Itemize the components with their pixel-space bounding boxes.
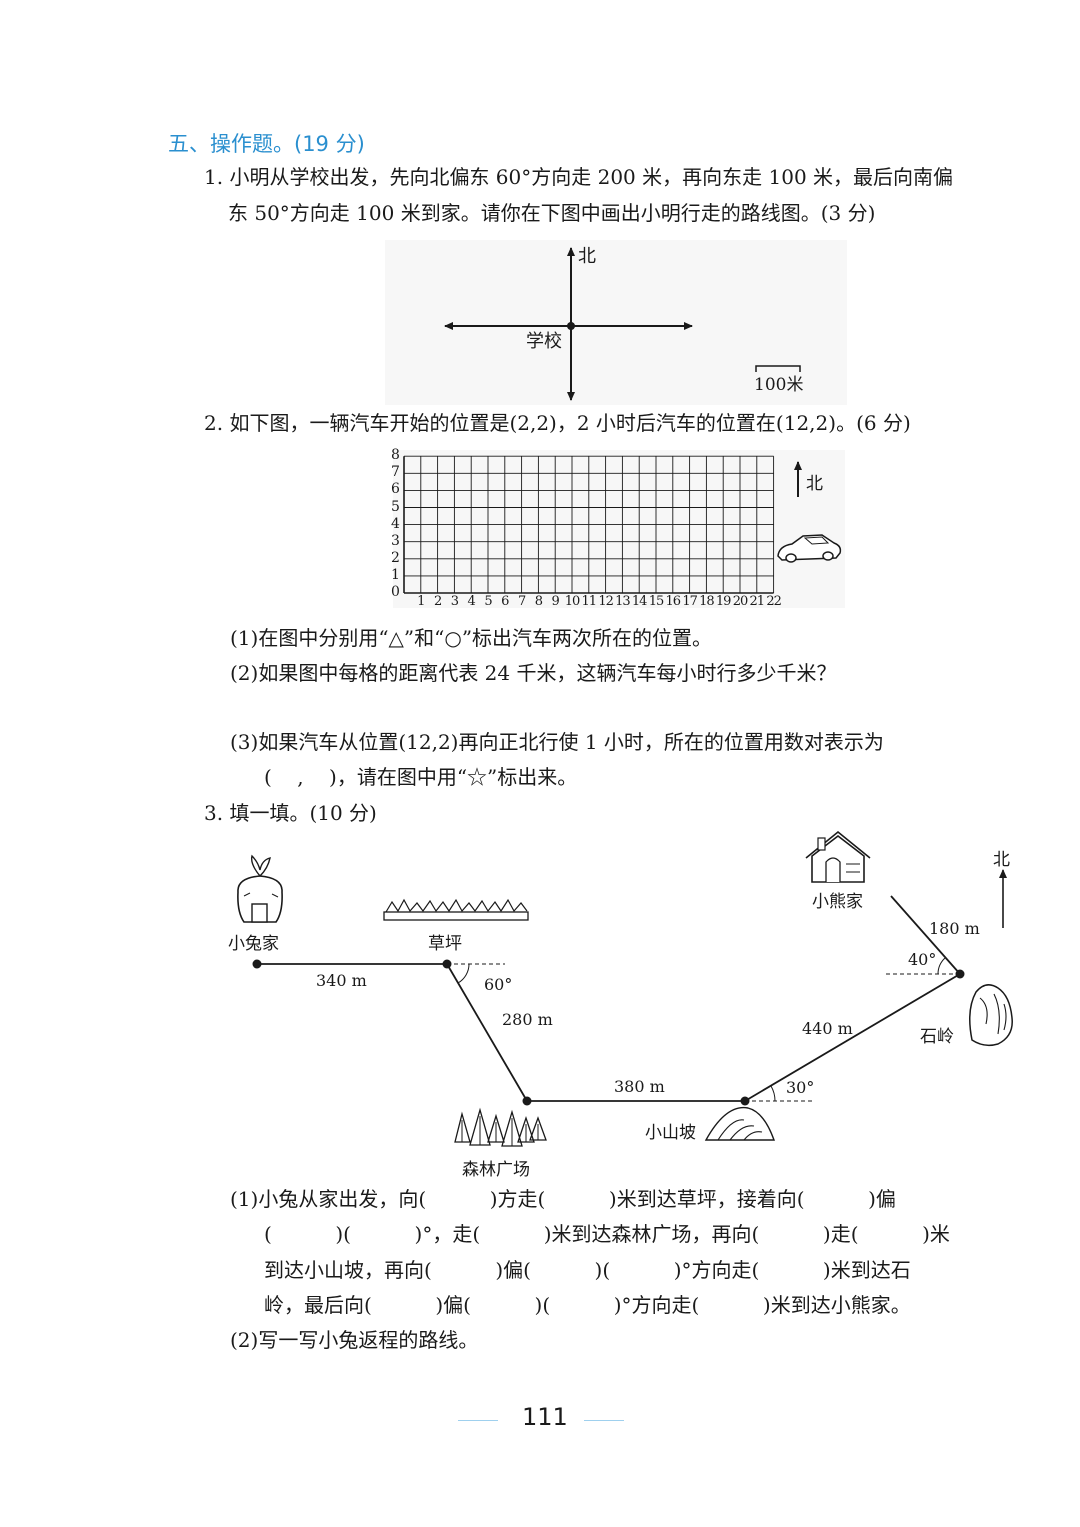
y-tick-label: 3 [391, 532, 400, 549]
y-tick-label: 6 [391, 481, 400, 498]
forest-icon [454, 1107, 547, 1147]
x-tick-label: 14 [631, 594, 648, 609]
q2-sub3-line1: (3)如果汽车从位置(12,2)再向正北行使 1 小时，所在的位置用数对表示为 [230, 730, 884, 754]
path-grass-to-forest [446, 963, 528, 1102]
label-grass: 草坪 [428, 934, 462, 954]
q3-part2: (2)写一写小兔返程的路线。 [230, 1328, 479, 1352]
q1-figure-background [385, 240, 847, 405]
x-tick-label: 19 [715, 594, 732, 609]
q3-north-label: 北 [993, 850, 1010, 870]
x-tick-label: 17 [682, 594, 698, 609]
point-forest [522, 1096, 532, 1106]
point-ridge [955, 969, 965, 979]
q3-part1-line3: 到达小山坡，再向( )偏( )( )°方向走( )米到达石 [264, 1258, 911, 1282]
y-tick-label: 8 [391, 447, 400, 464]
angle-label-40: 40° [908, 950, 937, 969]
y-tick-label: 0 [391, 584, 400, 600]
hill-icon [704, 1106, 775, 1141]
section-title: 五、操作题。(19 分) [168, 132, 365, 156]
x-tick-label: 13 [615, 594, 631, 609]
point-rabbit-home [252, 959, 262, 969]
q2-sub2: (2)如果图中每格的距离代表 24 千米，这辆汽车每小时行多少千米？ [230, 661, 837, 685]
y-tick-label: 1 [391, 566, 400, 583]
q2-grid-figure [393, 450, 845, 608]
q1-text-line2: 东 50°方向走 100 米到家。请你在下图中画出小明行走的路线图。(3 分) [228, 201, 876, 225]
q2-north-label: 北 [806, 474, 823, 494]
distance-340: 340 m [316, 971, 367, 990]
x-tick-label: 5 [484, 594, 492, 609]
q3-part1-line2: ( )( )°，走( )米到达森林广场，再向( )走( )米 [264, 1222, 950, 1246]
x-tick-label: 20 [732, 594, 749, 609]
y-tick-label: 7 [391, 464, 400, 481]
q3-title: 3. 填一填。(10 分) [204, 801, 377, 825]
label-forest: 森林广场 [462, 1160, 530, 1180]
x-tick-label: 2 [433, 594, 442, 609]
point-hill [740, 1096, 750, 1106]
q1-scale-label: 100米 [754, 375, 804, 395]
label-rabbit-home: 小兔家 [228, 934, 279, 954]
q2-grid-lines [403, 455, 775, 594]
grass-icon [383, 898, 529, 921]
angle-arc-60 [457, 963, 470, 984]
q1-text-line1: 1. 小明从学校出发，先向北偏东 60°方向走 200 米，再向东走 100 米… [204, 165, 954, 189]
point-grass [442, 959, 452, 969]
x-tick-label: 10 [564, 594, 581, 609]
x-tick-label: 4 [467, 594, 476, 609]
angle-label-30: 30° [786, 1078, 815, 1097]
carrot-house-icon [237, 854, 283, 923]
x-tick-label: 22 [766, 594, 782, 609]
x-tick-label: 12 [598, 594, 614, 609]
x-tick-label: 9 [551, 594, 560, 609]
y-tick-label: 2 [391, 549, 400, 566]
distance-280: 280 m [502, 1010, 553, 1029]
q1-north-label: 北 [578, 246, 596, 267]
page-number: 111 [522, 1403, 568, 1431]
label-hill: 小山坡 [645, 1123, 696, 1143]
x-tick-label: 8 [534, 594, 543, 609]
label-bear-home: 小熊家 [812, 892, 863, 912]
q1-school-label: 学校 [526, 331, 562, 352]
q3-part1-line4: 岭，最后向( )偏( )( )°方向走( )米到达小熊家。 [264, 1293, 911, 1317]
q2-text-line1: 2. 如下图，一辆汽车开始的位置是(2,2)，2 小时后汽车的位置在(12,2)… [204, 411, 911, 435]
q2-sub3-line2: ( , )，请在图中用“☆”标出来。 [264, 765, 578, 789]
q1-scale-bar [755, 365, 801, 372]
q3-part1-line1: (1)小兔从家出发，向( )方走( )米到达草坪，接着向( )偏 [230, 1187, 896, 1211]
path-hill-to-ridge [744, 973, 961, 1102]
path-ridge-to-bear [890, 895, 961, 975]
page-number-rule-right [584, 1420, 624, 1421]
x-tick-label: 7 [517, 594, 526, 609]
angle-arc-40 [937, 957, 946, 975]
q3-map-figure [237, 830, 1013, 1147]
x-tick-label: 21 [749, 594, 766, 609]
page-number-rule-left [458, 1420, 498, 1421]
x-tick-label: 3 [450, 594, 459, 609]
rock-ridge-icon [969, 984, 1013, 1047]
q1-compass-figure [385, 240, 847, 405]
distance-380: 380 m [614, 1077, 665, 1096]
label-ridge: 石岭 [920, 1027, 954, 1047]
y-tick-label: 5 [391, 498, 400, 515]
distance-440: 440 m [802, 1019, 853, 1038]
car-icon [777, 534, 842, 563]
q2-sub1: (1)在图中分别用“△”和“○”标出汽车两次所在的位置。 [230, 626, 713, 650]
x-tick-label: 11 [581, 594, 598, 609]
x-tick-label: 18 [699, 594, 715, 609]
x-tick-label: 1 [417, 594, 425, 609]
angle-arc-30 [770, 1085, 776, 1102]
y-tick-label: 4 [391, 515, 400, 532]
x-tick-label: 6 [501, 594, 509, 609]
q1-school-point [567, 322, 575, 330]
bear-house-icon [805, 830, 871, 883]
x-tick-label: 15 [648, 594, 665, 609]
distance-180: 180 m [929, 919, 980, 938]
x-tick-label: 16 [665, 594, 682, 609]
angle-label-60: 60° [484, 975, 513, 994]
q2-figure-background [393, 450, 845, 608]
